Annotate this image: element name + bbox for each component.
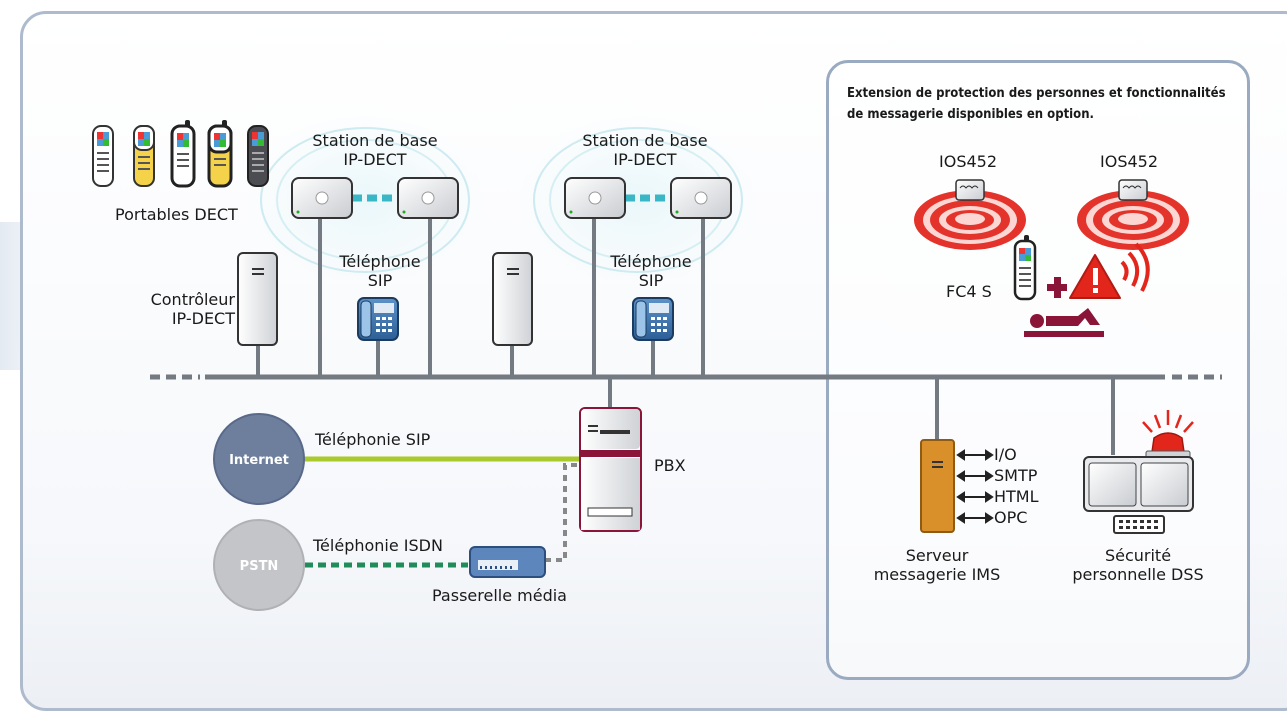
ios-label-left: IOS452: [939, 152, 998, 171]
pbx-icon: [579, 407, 642, 532]
ims-protocol-smtp: SMTP: [994, 466, 1038, 485]
base-station-icon: [291, 177, 459, 219]
optional-extension-box: [826, 60, 1250, 680]
pstn-cloud: PSTN: [213, 519, 305, 611]
internet-label: Internet: [229, 453, 289, 468]
gateway-pbx-link: [545, 463, 580, 562]
fc4s-handset-icon: [1013, 235, 1037, 301]
bus-drops: [256, 218, 1115, 455]
ims-protocol-io: I/O: [994, 445, 1017, 464]
keypad-icon: [1113, 515, 1165, 534]
internet-cloud: Internet: [213, 413, 305, 505]
fc4s-label: FC4 S: [946, 282, 992, 301]
controller-icon: [237, 252, 533, 346]
ims-label: Serveur messagerie IMS: [873, 546, 1001, 584]
sip-phone-label-right: Téléphone SIP: [610, 252, 692, 290]
ios-label-right: IOS452: [1100, 152, 1159, 171]
dss-label: Sécurité personnelle DSS: [1072, 546, 1204, 584]
person-down-icon: [1024, 308, 1104, 337]
media-gateway-label: Passerelle média: [432, 586, 567, 605]
alarm-beacon-icon: [1142, 410, 1194, 460]
handsets-label: Portables DECT: [115, 205, 238, 224]
network-diagram: Internet PSTN: [92, 115, 1222, 611]
ios-sensor-icon: [914, 179, 1189, 250]
ims-protocol-html: HTML: [994, 487, 1039, 506]
ims-protocol-opc: OPC: [994, 508, 1028, 527]
sip-phone-icon: [357, 297, 674, 341]
media-gateway-icon: [469, 546, 546, 578]
pstn-label: PSTN: [240, 559, 279, 574]
station-label-right: Station de base IP-DECT: [582, 131, 708, 169]
isdn-telephony-label: Téléphonie ISDN: [313, 536, 443, 555]
base-station-icon: [564, 177, 732, 219]
station-label-left: Station de base IP-DECT: [312, 131, 438, 169]
server-icon: [920, 439, 955, 533]
sip-phone-label-left: Téléphone SIP: [339, 252, 421, 290]
ims-protocol-arrows: [956, 449, 994, 524]
pbx-label: PBX: [654, 456, 686, 475]
radio-coverage-right: [518, 115, 758, 285]
plus-icon: [1047, 277, 1067, 298]
dect-handset-icon: [92, 120, 269, 188]
controller-label: Contrôleur IP-DECT: [150, 290, 235, 328]
sip-telephony-label: Téléphonie SIP: [315, 430, 431, 449]
warning-icon: [1069, 242, 1150, 299]
dss-panels: [1083, 456, 1194, 512]
option-note: Extension de protection des personnes et…: [847, 86, 1226, 122]
